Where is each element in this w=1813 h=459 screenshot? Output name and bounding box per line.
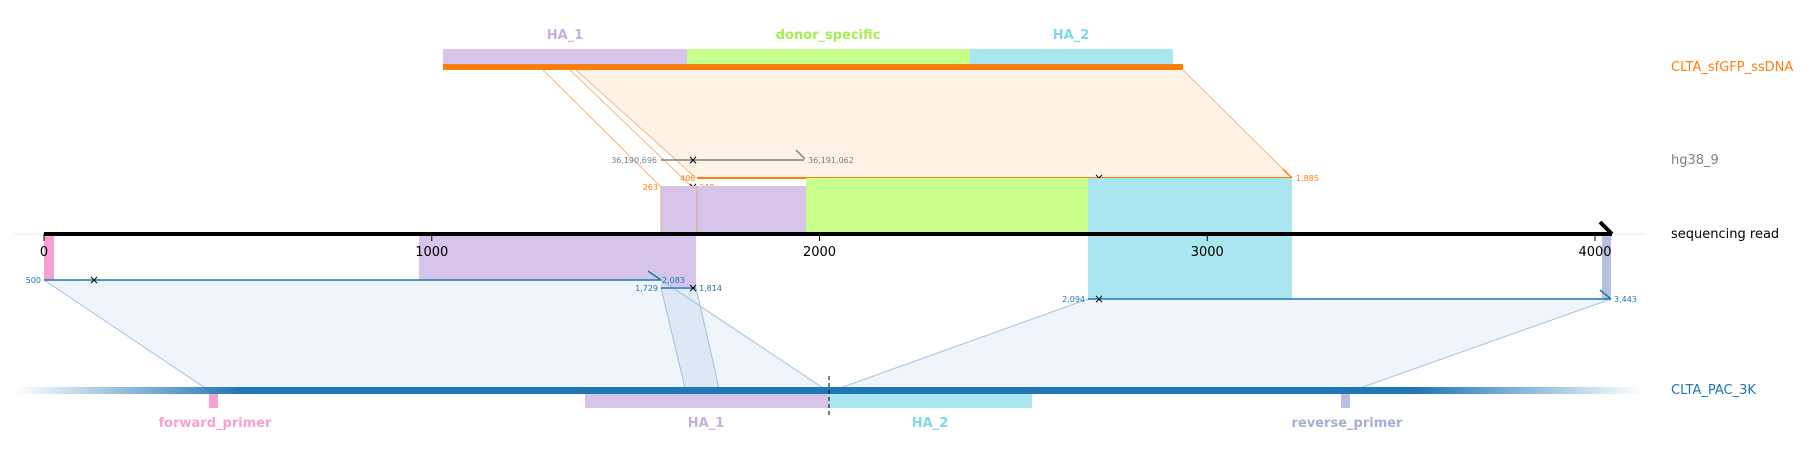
donor-bar [443,64,1183,70]
x-mark: × [688,281,698,295]
amplicon-forward-primer-block [209,394,218,408]
amplicon-ha2-label: HA_2 [912,416,949,431]
amplicon-ha1-label: HA_1 [688,416,725,431]
read-primer-rev-block [1602,235,1611,299]
donor-ha1-label: HA_1 [547,28,584,43]
donor-specific-block [687,49,970,65]
donor-ha2-block [970,49,1173,65]
amplicon-c-end-coord: 3,443 [1614,295,1637,304]
read-axis: 0 1000 2000 3000 4000 [14,220,1645,260]
amplicon-alignments: × 500 2,083 × 1,729 1,814 × 2,094 3,443 [26,270,1637,393]
read-ha2-block-upper [1088,178,1292,234]
amplicon-reverse-primer-block [1341,394,1350,408]
read-ha1-block-lower [419,235,661,280]
x-mark: × [688,153,698,167]
amplicon-ha1-block [585,394,829,408]
donor-link-line [1182,69,1293,179]
read-tick-label: 3000 [1191,245,1224,260]
donor-a-start-coord: 263 [643,183,658,192]
x-mark: × [1094,292,1104,306]
amplicon-alignment-shade [829,299,1611,392]
donor-b-end-coord: 1,885 [1296,174,1319,183]
donor-specific-label: donor_specific [776,28,881,43]
read-ha1-block-small [661,235,696,287]
amplicon-track: forward_primer HA_1 HA_2 reverse_primer [14,376,1644,431]
reference-label-donor: CLTA_sfGFP_ssDNA [1671,60,1793,75]
donor-ha2-label: HA_2 [1053,28,1090,43]
donor-track: HA_1 donor_specific HA_2 [443,28,1183,70]
read-ha2-block-lower [1088,235,1292,299]
hg38-end-coord: 36,191,062 [808,156,854,165]
amplicon-alignment-shade [661,288,720,392]
donor-ha1-block [443,49,687,65]
reference-label-read: sequencing read [1671,227,1779,242]
amplicon-ha2-block [829,394,1032,408]
amplicon-b-end-coord: 1,814 [699,284,722,293]
read-tick-label: 0 [40,245,48,260]
donor-b-start-coord: 406 [680,174,695,183]
reference-label-hg38: hg38_9 [1671,153,1719,168]
amplicon-a-end-coord: 2,083 [662,276,685,285]
x-mark: × [89,273,99,287]
hg38-alignment: × 36,190,696 36,191,062 [611,149,854,167]
amplicon-alignment-shade [44,280,829,392]
amplicon-a-start-coord: 500 [26,276,41,285]
donor-link-line [569,69,693,188]
read-primer-fwd-block [44,235,54,280]
hg38-start-coord: 36,190,696 [611,156,657,165]
read-tick-label: 4000 [1578,245,1611,260]
read-ha1-block-upper [661,186,806,234]
read-tick-label: 2000 [803,245,836,260]
reference-label-amplicon: CLTA_PAC_3K [1671,383,1756,398]
amplicon-forward-primer-label: forward_primer [159,416,273,431]
read-arrowhead [1598,220,1614,236]
donor-link-line [542,69,662,188]
read-ticks: 0 1000 2000 3000 4000 [40,234,1612,260]
amplicon-c-start-coord: 2,094 [1062,295,1085,304]
donor-alignment-shade [576,70,1292,178]
amplicon-reverse-primer-label: reverse_primer [1292,416,1404,431]
amplicon-b-start-coord: 1,729 [635,284,658,293]
read-tick-label: 1000 [415,245,448,260]
read-donor-specific-block [806,178,1088,234]
